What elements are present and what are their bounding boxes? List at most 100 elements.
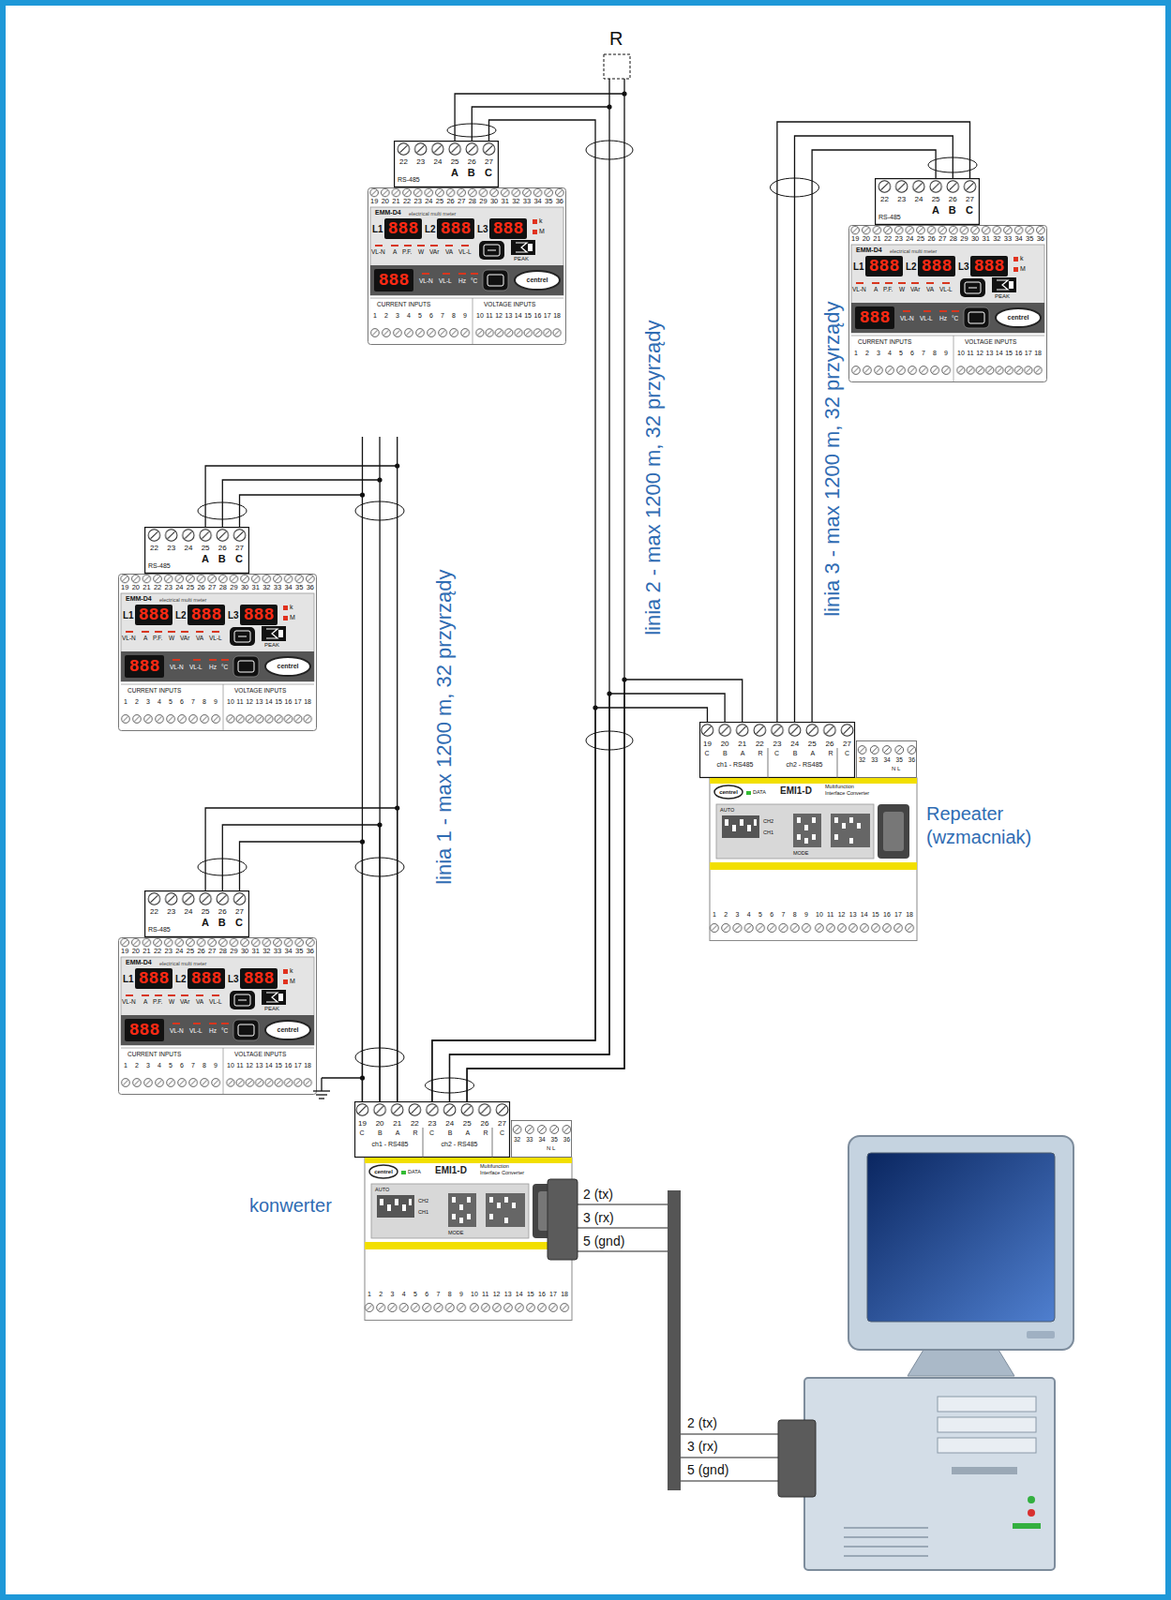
unit-label: M bbox=[1020, 265, 1026, 273]
terminal-numbers: 1 2 3 4 5 6 7 8 9 bbox=[123, 698, 218, 706]
model-name: EMM-D4 bbox=[125, 595, 152, 603]
button-label: PEAK bbox=[264, 642, 280, 649]
unit-label: k bbox=[289, 603, 294, 612]
port-label: RS-485 bbox=[878, 213, 901, 222]
button-label: PEAK bbox=[264, 1005, 280, 1013]
terminal-names: N L bbox=[546, 1145, 556, 1153]
pin-label: 5 (gnd) bbox=[583, 1233, 625, 1249]
model-subtitle: electrical multi meter bbox=[889, 248, 937, 255]
device-heading: konwerter bbox=[249, 1195, 332, 1217]
terminal-numbers: 22 23 24 25 26 27 bbox=[880, 195, 975, 204]
model-subtitle: electrical multi meter bbox=[159, 960, 207, 967]
terminal-block: 22 23 24 25 26 27A B C RS-485 bbox=[393, 140, 499, 188]
signal-names: C B A R bbox=[774, 750, 834, 758]
multimeter: 19 20 21 22 23 24 25 26 27 28 29 30 31 3… bbox=[118, 573, 317, 732]
switch-label: CH1 bbox=[763, 829, 774, 836]
signal-names: A B C bbox=[450, 166, 493, 180]
display-digits: 888 bbox=[917, 255, 956, 277]
quantity-label: VA bbox=[195, 634, 204, 642]
button-label: PEAK bbox=[994, 293, 1010, 301]
terminator-label: R bbox=[609, 28, 623, 50]
quantity-label: °C bbox=[221, 663, 228, 671]
switch-label: CH2 bbox=[763, 818, 774, 825]
quantity-label: A bbox=[392, 248, 397, 256]
quantity-label: A bbox=[143, 634, 148, 642]
phase-label: L3 bbox=[477, 224, 489, 236]
terminal-block: 22 23 24 25 26 27A B CRS-485 bbox=[144, 890, 250, 938]
switch-label: MODE bbox=[448, 1230, 465, 1236]
terminal-numbers: 1 2 3 4 5 6 7 8 9 bbox=[854, 349, 948, 358]
signal-names: C B A R bbox=[705, 750, 764, 758]
terminal-numbers: 22 23 24 25 26 27 bbox=[399, 157, 494, 166]
display-digits: 888 bbox=[240, 968, 278, 990]
phase-label: L2 bbox=[175, 974, 187, 986]
line-label: linia 3 - max 1200 m, 32 przyrządy bbox=[820, 301, 844, 617]
quantity-label: P.F. bbox=[152, 998, 163, 1006]
unit-label: k bbox=[289, 967, 294, 976]
unit-label: k bbox=[539, 217, 543, 226]
phase-label: L3 bbox=[227, 974, 240, 986]
display-digits: 888 bbox=[135, 604, 173, 626]
quantity-label: A bbox=[143, 998, 148, 1006]
display-digits: 888 bbox=[436, 218, 475, 240]
terminal-numbers: 32 33 34 35 36 bbox=[513, 1136, 571, 1143]
terminal-block bbox=[875, 179, 980, 226]
terminal-block: 19 20 21 22 23 24 25 26 27C B A RC B A R… bbox=[699, 721, 856, 779]
signal-names: C B A R bbox=[429, 1129, 489, 1138]
unit-label: k bbox=[1020, 255, 1024, 263]
display-digits: 888 bbox=[384, 218, 422, 240]
quantity-label: VL-L bbox=[209, 998, 223, 1006]
terminal-numbers: 32 33 34 35 36 bbox=[858, 756, 916, 764]
quantity-label: VL-L bbox=[209, 634, 223, 642]
model-subtitle: Multifunction Interface Converter bbox=[480, 1163, 529, 1176]
terminal-block bbox=[145, 527, 250, 574]
signal-names: C bbox=[499, 1129, 505, 1138]
quantity-label: P.F. bbox=[883, 285, 893, 293]
terminal-numbers: 1 2 3 4 5 6 7 8 9 bbox=[712, 911, 809, 919]
terminal-numbers: 10 11 12 13 14 15 16 17 18 bbox=[226, 1062, 312, 1070]
multimeter bbox=[119, 574, 317, 732]
quantity-label: VA bbox=[195, 998, 204, 1006]
display-digits: 888 bbox=[124, 655, 165, 678]
quantity-label: VAr bbox=[180, 998, 190, 1006]
quantity-label: Hz bbox=[939, 315, 947, 322]
channel-label: ch1 - RS485 bbox=[704, 761, 766, 769]
phase-label: L2 bbox=[905, 261, 917, 273]
model-name: EMM-D4 bbox=[375, 209, 402, 217]
terminal-numbers: 1 2 3 4 5 6 7 8 9 bbox=[373, 312, 467, 320]
converter-device bbox=[354, 1102, 572, 1322]
port-label: RS-485 bbox=[397, 176, 421, 184]
quantity-label: VL-L bbox=[919, 315, 933, 322]
quantity-label: VL-L bbox=[939, 285, 953, 293]
quantity-label: W bbox=[899, 285, 905, 293]
display-digits: 888 bbox=[187, 604, 226, 626]
quantity-label: Hz bbox=[209, 1027, 217, 1035]
quantity-label: A bbox=[873, 285, 878, 293]
terminal-numbers: 22 23 24 25 26 27 bbox=[150, 907, 244, 916]
model-name: EMM-D4 bbox=[125, 959, 152, 967]
brand-logo: centrel bbox=[714, 789, 743, 796]
display-digits: 888 bbox=[374, 269, 414, 292]
quantity-label: VL-N bbox=[121, 998, 136, 1006]
brand-logo: centrel bbox=[264, 1026, 312, 1035]
section-label: VOLTAGE INPUTS bbox=[964, 338, 1017, 346]
terminal-block: 19 20 21 22 23 24 25 26 27C B A RC B A R… bbox=[354, 1101, 511, 1158]
repeater-device bbox=[699, 722, 917, 942]
brand-logo: centrel bbox=[513, 276, 561, 285]
multimeter: 19 20 21 22 23 24 25 26 27 28 29 30 31 3… bbox=[118, 937, 317, 1096]
led-label: DATA bbox=[407, 1169, 421, 1175]
quantity-label: W bbox=[418, 248, 424, 256]
quantity-label: W bbox=[168, 634, 175, 642]
quantity-label: P.F. bbox=[402, 248, 412, 256]
switch-label: MODE bbox=[793, 850, 810, 856]
terminator-resistor bbox=[603, 54, 631, 79]
switch-label: CH2 bbox=[418, 1198, 429, 1204]
brand-logo: centrel bbox=[369, 1169, 398, 1176]
quantity-label: P.F. bbox=[152, 634, 163, 642]
quantity-label: VL-L bbox=[189, 663, 203, 671]
channel-label: ch2 - RS485 bbox=[428, 1140, 491, 1149]
signal-names: C B A R bbox=[360, 1129, 419, 1138]
terminal-numbers: 19 20 21 22 23 24 25 26 27 28 29 30 31 3… bbox=[851, 235, 1045, 244]
